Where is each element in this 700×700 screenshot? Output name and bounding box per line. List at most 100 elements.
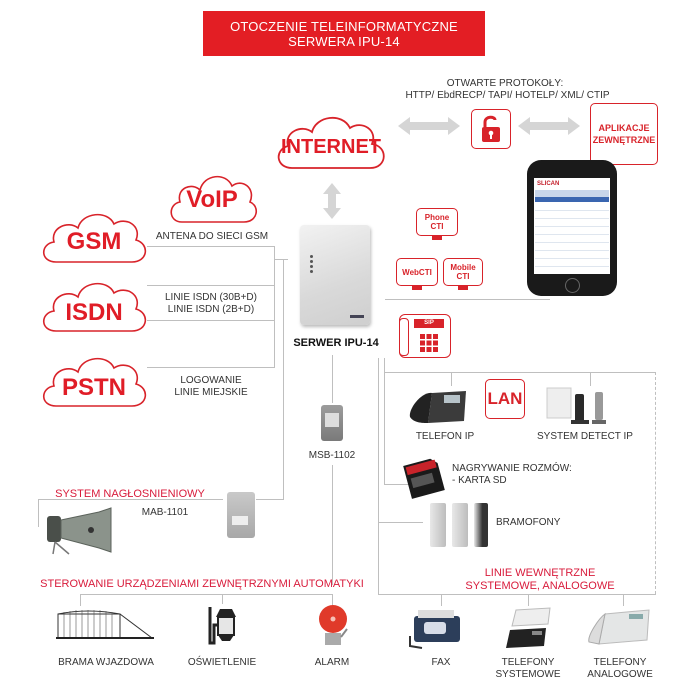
mab-label-plate	[232, 516, 248, 525]
linie-wewnetrzne-label-2: SYSTEMOWE, ANALOGOWE	[465, 580, 615, 592]
line-analog-bus	[378, 594, 656, 595]
line-left-bus	[274, 246, 275, 368]
oswietlenie-label: OŚWIETLENIE	[187, 657, 257, 668]
isdn-cloud: ISDN	[38, 277, 150, 341]
line-bus-to-server	[274, 259, 288, 260]
line-gsm	[147, 246, 275, 247]
isdn-link-label-1: LINIE ISDN (30B+D)	[165, 292, 257, 303]
internet-label: INTERNET	[281, 136, 381, 158]
external-apps-line-1: APLIKACJE	[598, 123, 650, 133]
line-mab	[38, 499, 223, 500]
server-device	[300, 225, 370, 325]
open-protocols-lock	[471, 109, 511, 149]
telefon-ip-label: TELEFON IP	[415, 431, 475, 442]
mab-label: MAB-1101	[141, 507, 189, 518]
line-tel-sys	[528, 594, 529, 606]
telefony-systemowe-label-2: SYSTEMOWE	[495, 669, 561, 680]
line-alarm	[332, 594, 333, 606]
handset-icon	[399, 318, 409, 356]
mobile-cti-line-2: CTI	[456, 272, 470, 281]
door-phone-keypad-unit	[474, 503, 488, 547]
sd-card-icon	[403, 458, 445, 499]
line-cti-bar	[385, 299, 550, 300]
cloud-icon	[42, 213, 147, 263]
phone-app-header	[535, 197, 609, 202]
alarm-label: ALARM	[314, 657, 350, 668]
phone-cti-monitor: Phone CTI	[416, 208, 458, 236]
phone-home-button	[565, 278, 580, 293]
phone-app-brand: SLICAN	[537, 181, 560, 187]
pstn-link-label-1: LOGOWANIE	[180, 375, 242, 386]
mab-device	[227, 492, 255, 538]
line-isdn-bottom	[147, 320, 275, 321]
lan-box: LAN	[485, 379, 525, 419]
double-arrow-icon	[398, 117, 460, 135]
ip-phone-icon	[409, 391, 466, 423]
gate-icon	[56, 610, 154, 639]
analog-phone-icon	[588, 609, 650, 645]
line-lan-bus	[384, 358, 385, 484]
recording-label-2: - KARTA SD	[452, 475, 507, 486]
server-label: SERWER IPU-14	[293, 337, 379, 349]
line-msb-top	[332, 355, 333, 403]
door-phone-unit	[430, 503, 446, 547]
recording-label-1: NAGRYWANIE ROZMÓW:	[452, 463, 572, 474]
cloud-icon	[277, 117, 385, 169]
door-phone-unit	[452, 503, 468, 547]
line-telefon-ip	[451, 372, 452, 386]
phone-app-form	[535, 203, 609, 269]
line-tel-an	[623, 594, 624, 606]
lan-label: LAN	[487, 389, 523, 408]
cloud-icon	[42, 282, 147, 332]
horn-speaker-icon	[47, 507, 112, 555]
system-detect-label: SYSTEM DETECT IP	[537, 431, 633, 442]
mobile-cti: Mobile CTI	[443, 258, 487, 294]
mobile-cti-line-1: Mobile	[450, 263, 476, 272]
pstn-link-label-2: LINIE MIEJSKIE	[174, 387, 248, 398]
title-line-1: OTOCZENIE TELEINFORMATYCZNE	[230, 18, 458, 34]
line-bramofony	[378, 522, 423, 523]
web-cti-monitor: WebCTI	[396, 258, 438, 286]
cloud-icon	[42, 357, 147, 407]
external-apps-box: APLIKACJE ZEWNĘTRZNE	[590, 103, 658, 165]
telefony-systemowe-label-1: TELEFONY	[501, 657, 555, 668]
voip-cloud: VoIP	[166, 170, 258, 232]
line-sd	[384, 484, 412, 485]
line-mab-right	[256, 499, 284, 500]
double-arrow-icon	[518, 117, 580, 135]
phone-cti-line-2: CTI	[430, 222, 444, 231]
sterowanie-section-label: STEROWANIE URZĄDZENIAMI ZEWNĘTRZNYMI AUT…	[40, 578, 364, 590]
internet-cloud: INTERNET	[272, 110, 390, 180]
brama-label: BRAMA WJAZDOWA	[58, 657, 154, 668]
system-phones-icon	[506, 607, 551, 648]
phone-cti-line-1: Phone	[424, 213, 450, 222]
gsm-link-label: ANTENA DO SIECI GSM	[155, 231, 269, 242]
monitor-stand-icon	[458, 286, 468, 290]
server-logo	[350, 315, 364, 318]
pstn-cloud: PSTN	[38, 352, 150, 416]
line-lan-top	[384, 372, 656, 373]
fax-label: FAX	[431, 657, 451, 668]
protocols-list: HTTP/ EbdRECP/ TAPI/ HOTELP/ XML/ CTIP	[405, 90, 610, 101]
line-msb-bottom	[332, 465, 333, 585]
bramofony-icon	[430, 503, 490, 547]
title-line-2: SERWERA IPU-14	[288, 33, 400, 49]
smartphone: SLICAN	[527, 160, 617, 296]
lamp-icon	[208, 607, 236, 645]
monitor-stand-icon	[412, 286, 422, 290]
web-cti: WebCTI	[396, 258, 440, 294]
sip-label: SIP	[414, 319, 444, 328]
telefony-analogowe-label-2: ANALOGOWE	[587, 669, 653, 680]
mobile-cti-monitor: Mobile CTI	[443, 258, 483, 286]
line-oswietlenie	[222, 594, 223, 604]
bramofony-label: BRAMOFONY	[496, 517, 561, 528]
alarm-bell-icon	[319, 605, 348, 645]
server-leds	[310, 255, 313, 258]
monitor-stand-icon	[432, 236, 442, 240]
line-automation	[80, 594, 333, 595]
gsm-cloud: GSM	[38, 208, 150, 272]
protocols-heading: OTWARTE PROTOKOŁY:	[446, 78, 564, 89]
phone-cti: Phone CTI	[416, 208, 460, 240]
dect-system-icon	[546, 387, 606, 424]
line-brama	[80, 594, 81, 606]
